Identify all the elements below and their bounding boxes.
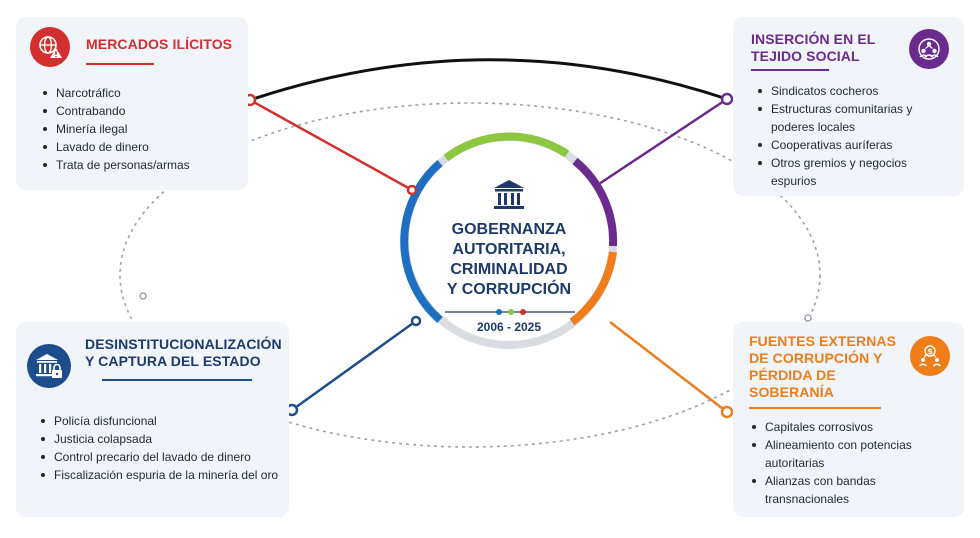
list-item: Fiscalización espuria de la minería del … bbox=[38, 466, 284, 484]
card-fuentes-externas: FUENTES EXTERNAS DE CORRUPCIÓN Y PÉRDIDA… bbox=[733, 322, 964, 517]
list-item: Sindicatos cocheros bbox=[755, 82, 955, 100]
list-item: Alianzas con bandas transnacionales bbox=[749, 472, 959, 508]
list-item: Alineamiento con potencias autoritarias bbox=[749, 436, 959, 472]
list-item: Minería ilegal bbox=[40, 120, 240, 138]
card-insercion-tejido-social: INSERCIÓN EN EL TEJIDO SOCIAL Sindicatos… bbox=[733, 17, 964, 196]
community-network-icon bbox=[909, 29, 949, 69]
node-orange-outer bbox=[720, 405, 734, 419]
hub-ring-green bbox=[443, 132, 570, 162]
hub-ring-purple bbox=[572, 157, 618, 247]
node-gray-left bbox=[139, 292, 147, 300]
globe-warning-icon bbox=[30, 27, 70, 67]
list-item: Otros gremios y negocios espurios bbox=[755, 154, 955, 190]
central-hub: GOBERNANZA AUTORITARIA, CRIMINALIDAD Y C… bbox=[420, 152, 598, 334]
svg-text:$: $ bbox=[927, 347, 933, 356]
list-item: Contrabando bbox=[40, 102, 240, 120]
card-mercados-ilicitos: MERCADOS ILÍCITOS Narcotráfico Contraban… bbox=[16, 17, 248, 190]
spoke-red bbox=[249, 98, 413, 192]
node-red-inner bbox=[406, 184, 418, 196]
hub-color-rule bbox=[445, 309, 575, 315]
dashed-orbit bbox=[119, 102, 821, 448]
locked-building-icon bbox=[27, 344, 71, 388]
hub-title: GOBERNANZA AUTORITARIA, CRIMINALIDAD Y C… bbox=[446, 221, 572, 298]
list-item: Lavado de dinero bbox=[40, 138, 240, 156]
node-gray-right bbox=[804, 314, 812, 322]
bullet-list: Capitales corrosivos Alineamiento con po… bbox=[749, 418, 959, 508]
list-item: Narcotráfico bbox=[40, 84, 240, 102]
list-item: Capitales corrosivos bbox=[749, 418, 959, 436]
hub-years: 2006 - 2025 bbox=[476, 320, 542, 334]
top-arc-line bbox=[249, 58, 728, 102]
list-item: Justicia colapsada bbox=[38, 430, 284, 448]
list-item: Policía disfuncional bbox=[38, 412, 284, 430]
card-title: MERCADOS ILÍCITOS bbox=[86, 36, 233, 52]
card-desinstitucionalizacion: DESINSTITUCIONALIZACIÓN Y CAPTURA DEL ES… bbox=[16, 322, 289, 517]
bullet-list: Sindicatos cocheros Estructuras comunita… bbox=[755, 82, 955, 190]
title-underline bbox=[749, 407, 881, 409]
bullet-list: Narcotráfico Contrabando Minería ilegal … bbox=[40, 84, 240, 174]
government-building-icon bbox=[494, 180, 524, 209]
card-title: DESINSTITUCIONALIZACIÓN Y CAPTURA DEL ES… bbox=[85, 336, 282, 369]
spoke-orange bbox=[609, 321, 728, 413]
node-purple-outer bbox=[720, 92, 734, 106]
card-title: INSERCIÓN EN EL TEJIDO SOCIAL bbox=[751, 31, 876, 64]
list-item: Control precario del lavado de dinero bbox=[38, 448, 284, 466]
list-item: Estructuras comunitarias y poderes local… bbox=[755, 100, 955, 136]
money-network-icon: $ bbox=[910, 336, 950, 376]
hub-ring-orange bbox=[569, 251, 617, 326]
bullet-list: Policía disfuncional Justicia colapsada … bbox=[38, 412, 284, 484]
title-underline bbox=[751, 69, 829, 71]
hub-ring-blue bbox=[400, 159, 443, 324]
hub-inner bbox=[413, 145, 605, 337]
title-underline bbox=[102, 379, 252, 381]
list-item: Cooperativas auríferas bbox=[755, 136, 955, 154]
spoke-purple bbox=[598, 97, 728, 186]
list-item: Trata de personas/armas bbox=[40, 156, 240, 174]
spoke-blue bbox=[291, 319, 417, 412]
title-underline bbox=[86, 63, 154, 65]
card-title: FUENTES EXTERNAS DE CORRUPCIÓN Y PÉRDIDA… bbox=[749, 333, 897, 400]
node-blue-inner bbox=[410, 315, 422, 327]
